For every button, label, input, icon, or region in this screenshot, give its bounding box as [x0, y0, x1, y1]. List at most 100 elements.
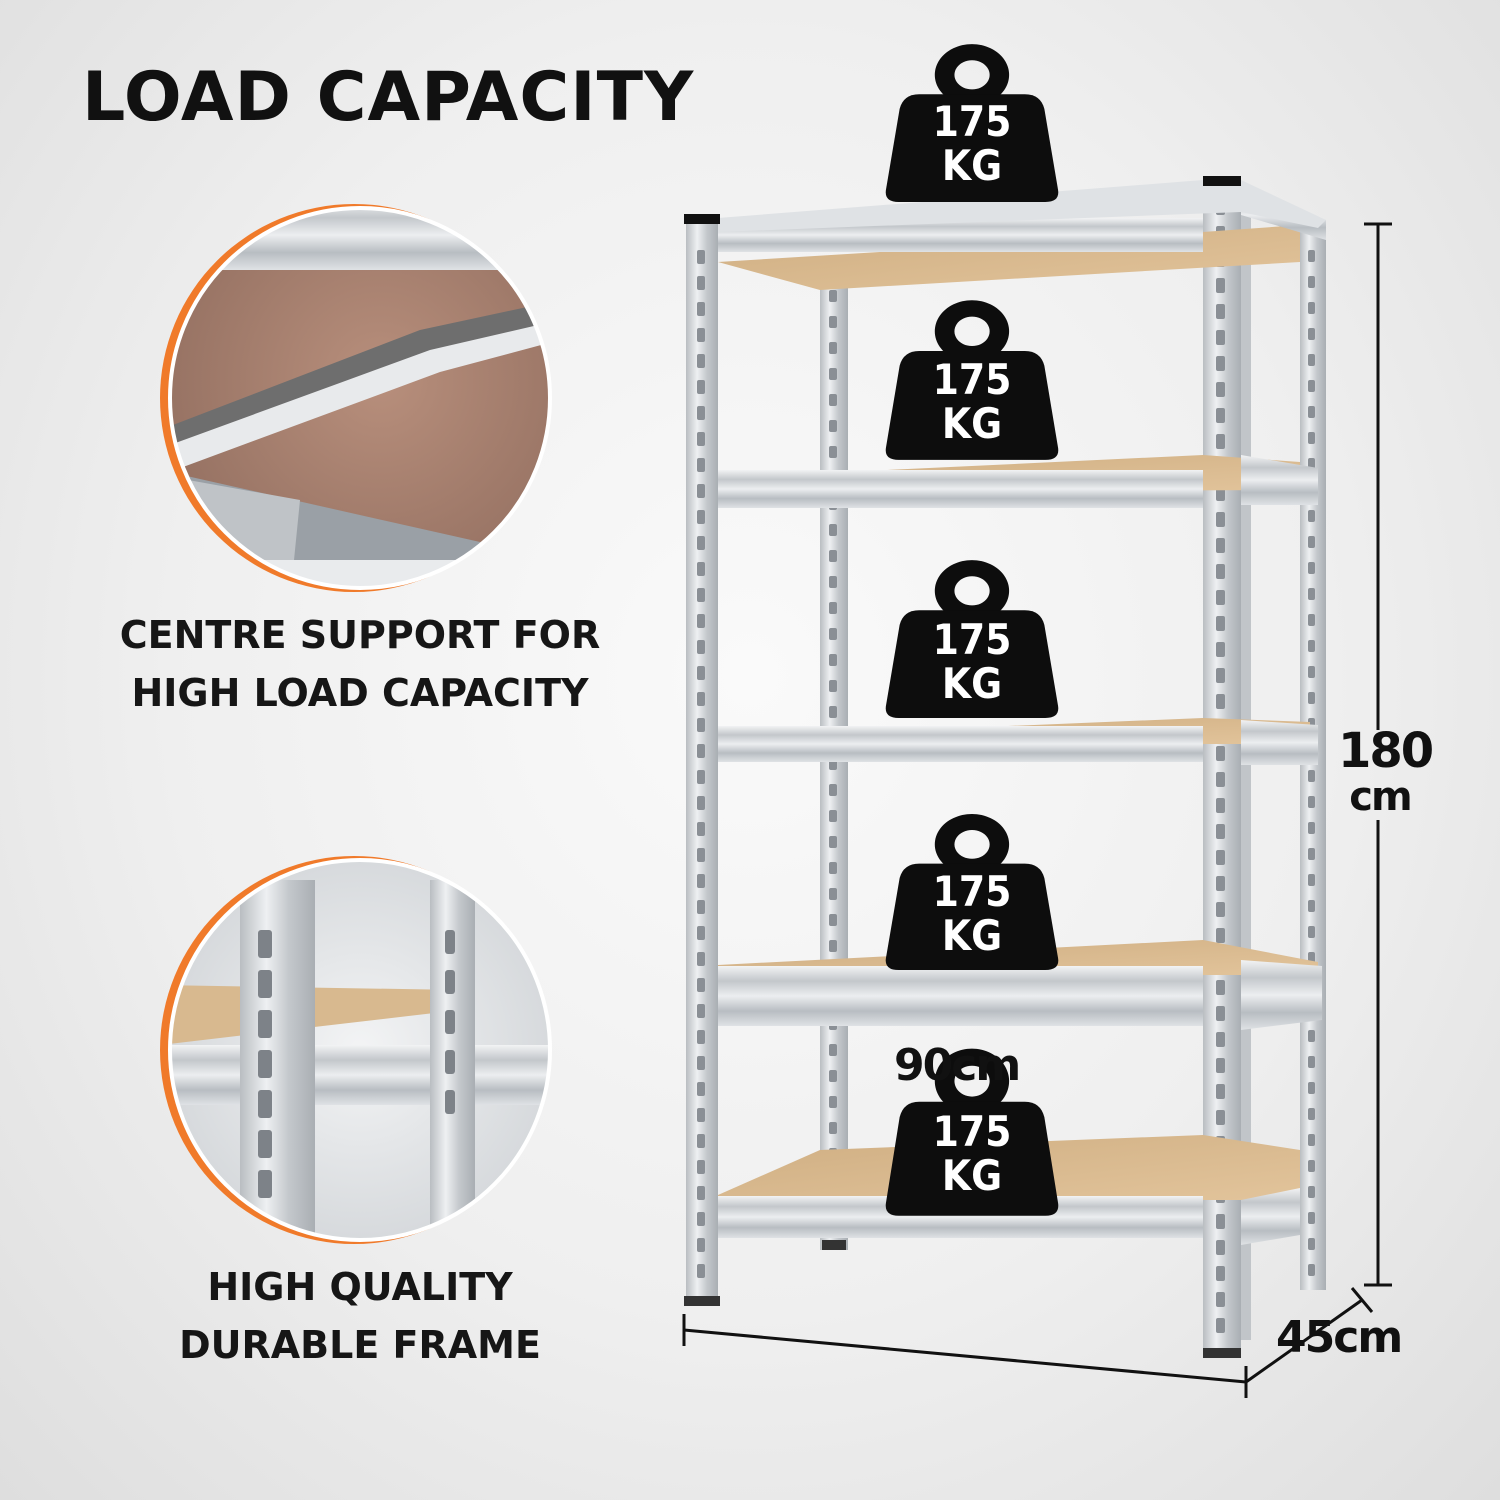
upright-slot	[1216, 304, 1225, 319]
upright-slot	[829, 1070, 837, 1082]
upright-slot	[1308, 276, 1315, 288]
upright-slot	[697, 250, 705, 264]
upright-slot	[1216, 928, 1225, 943]
upright-slot	[697, 796, 705, 810]
upright-slot	[1308, 1238, 1315, 1250]
upright-slot	[697, 354, 705, 368]
weight-badge: 175 KG	[884, 1040, 1060, 1220]
upright-slot	[697, 900, 705, 914]
upright-slot	[697, 484, 705, 498]
upright-slot	[1216, 694, 1225, 709]
upright-slot	[1308, 874, 1315, 886]
upright-slot	[1216, 642, 1225, 657]
feature-line: DURABLE FRAME	[179, 1323, 541, 1367]
upright-slot	[1216, 1006, 1225, 1021]
upright-slot	[697, 692, 705, 706]
upright-slot	[1308, 1108, 1315, 1120]
upright-slot	[1216, 1318, 1225, 1333]
upright-slot	[697, 510, 705, 524]
upright-slot	[1216, 668, 1225, 683]
upright-slot	[697, 640, 705, 654]
upright-slot	[697, 1186, 705, 1200]
upright-slot	[829, 706, 837, 718]
weight-unit: KG	[941, 659, 1003, 708]
upright-slot	[829, 836, 837, 848]
upright-slot	[829, 316, 837, 328]
upright-slot	[1216, 1058, 1225, 1073]
upright-slot	[829, 420, 837, 432]
upright-slot	[829, 524, 837, 536]
weight-badge: 175 KG	[884, 806, 1060, 974]
weight-unit: KG	[941, 911, 1003, 960]
page-title: LOAD CAPACITY	[82, 58, 695, 137]
weight-value: 175	[932, 355, 1012, 404]
upright-slot	[829, 602, 837, 614]
upright-slot	[697, 432, 705, 446]
upright-slot	[1216, 798, 1225, 813]
upright-slot	[1216, 876, 1225, 891]
upright-slot	[829, 394, 837, 406]
upright-slot	[829, 368, 837, 380]
upright-slot	[697, 1082, 705, 1096]
upright-slot	[697, 1056, 705, 1070]
dimension-lines	[682, 222, 1392, 1398]
upright-slot	[1308, 1134, 1315, 1146]
upright-slot	[829, 1096, 837, 1108]
upright-slot	[1216, 330, 1225, 345]
upright-slot	[1216, 1110, 1225, 1125]
weight-badge: 175 KG	[884, 552, 1060, 722]
upright-slot	[697, 380, 705, 394]
upright-slot	[1308, 640, 1315, 652]
upright-slot	[1216, 564, 1225, 579]
upright-slot	[1308, 692, 1315, 704]
upright-slot	[829, 342, 837, 354]
upright-slot	[829, 1122, 837, 1134]
upright-slot	[697, 718, 705, 732]
upright-slot	[697, 406, 705, 420]
upright-slot	[697, 1030, 705, 1044]
upright-slot	[1308, 588, 1315, 600]
weight-unit: KG	[941, 141, 1003, 190]
upright-slot	[697, 822, 705, 836]
upright-slot	[1308, 1186, 1315, 1198]
feature-line: CENTRE SUPPORT FOR	[119, 613, 601, 657]
upright-slot	[1216, 356, 1225, 371]
upright-slot	[697, 926, 705, 940]
upright-slot	[1308, 848, 1315, 860]
height-value: 180	[1338, 723, 1434, 779]
upright-slot	[1308, 380, 1315, 392]
upright-slot	[1308, 250, 1315, 262]
weight-unit: KG	[941, 399, 1003, 448]
shelving-unit	[684, 176, 1326, 1358]
upright-slot	[697, 874, 705, 888]
upright-slot	[1216, 434, 1225, 449]
upright-slot	[1216, 1032, 1225, 1047]
upright-slot	[1308, 1160, 1315, 1172]
upright-slot	[829, 914, 837, 926]
upright-slot	[1308, 1082, 1315, 1094]
upright-slot	[1216, 1214, 1225, 1229]
upright-slot	[1308, 926, 1315, 938]
upright-slot	[697, 562, 705, 576]
upright-slot	[1308, 328, 1315, 340]
upright-slot	[1308, 666, 1315, 678]
upright-slot	[1216, 824, 1225, 839]
upright-slot	[829, 654, 837, 666]
upright-slot	[697, 1134, 705, 1148]
upright-slot	[697, 744, 705, 758]
upright-slot	[1308, 770, 1315, 782]
upright-slot	[829, 680, 837, 692]
height-unit: cm	[1349, 774, 1412, 820]
upright-slot	[1308, 406, 1315, 418]
upright-slot	[697, 1004, 705, 1018]
upright-slot	[1308, 354, 1315, 366]
upright-slot	[697, 458, 705, 472]
upright-slot	[1216, 980, 1225, 995]
upright-slot	[697, 770, 705, 784]
width-label: 90cm	[894, 1040, 1021, 1091]
upright-slot	[1216, 902, 1225, 917]
upright-slot	[1216, 382, 1225, 397]
upright-slot	[697, 848, 705, 862]
upright-slot	[1216, 616, 1225, 631]
upright-slot	[1216, 278, 1225, 293]
